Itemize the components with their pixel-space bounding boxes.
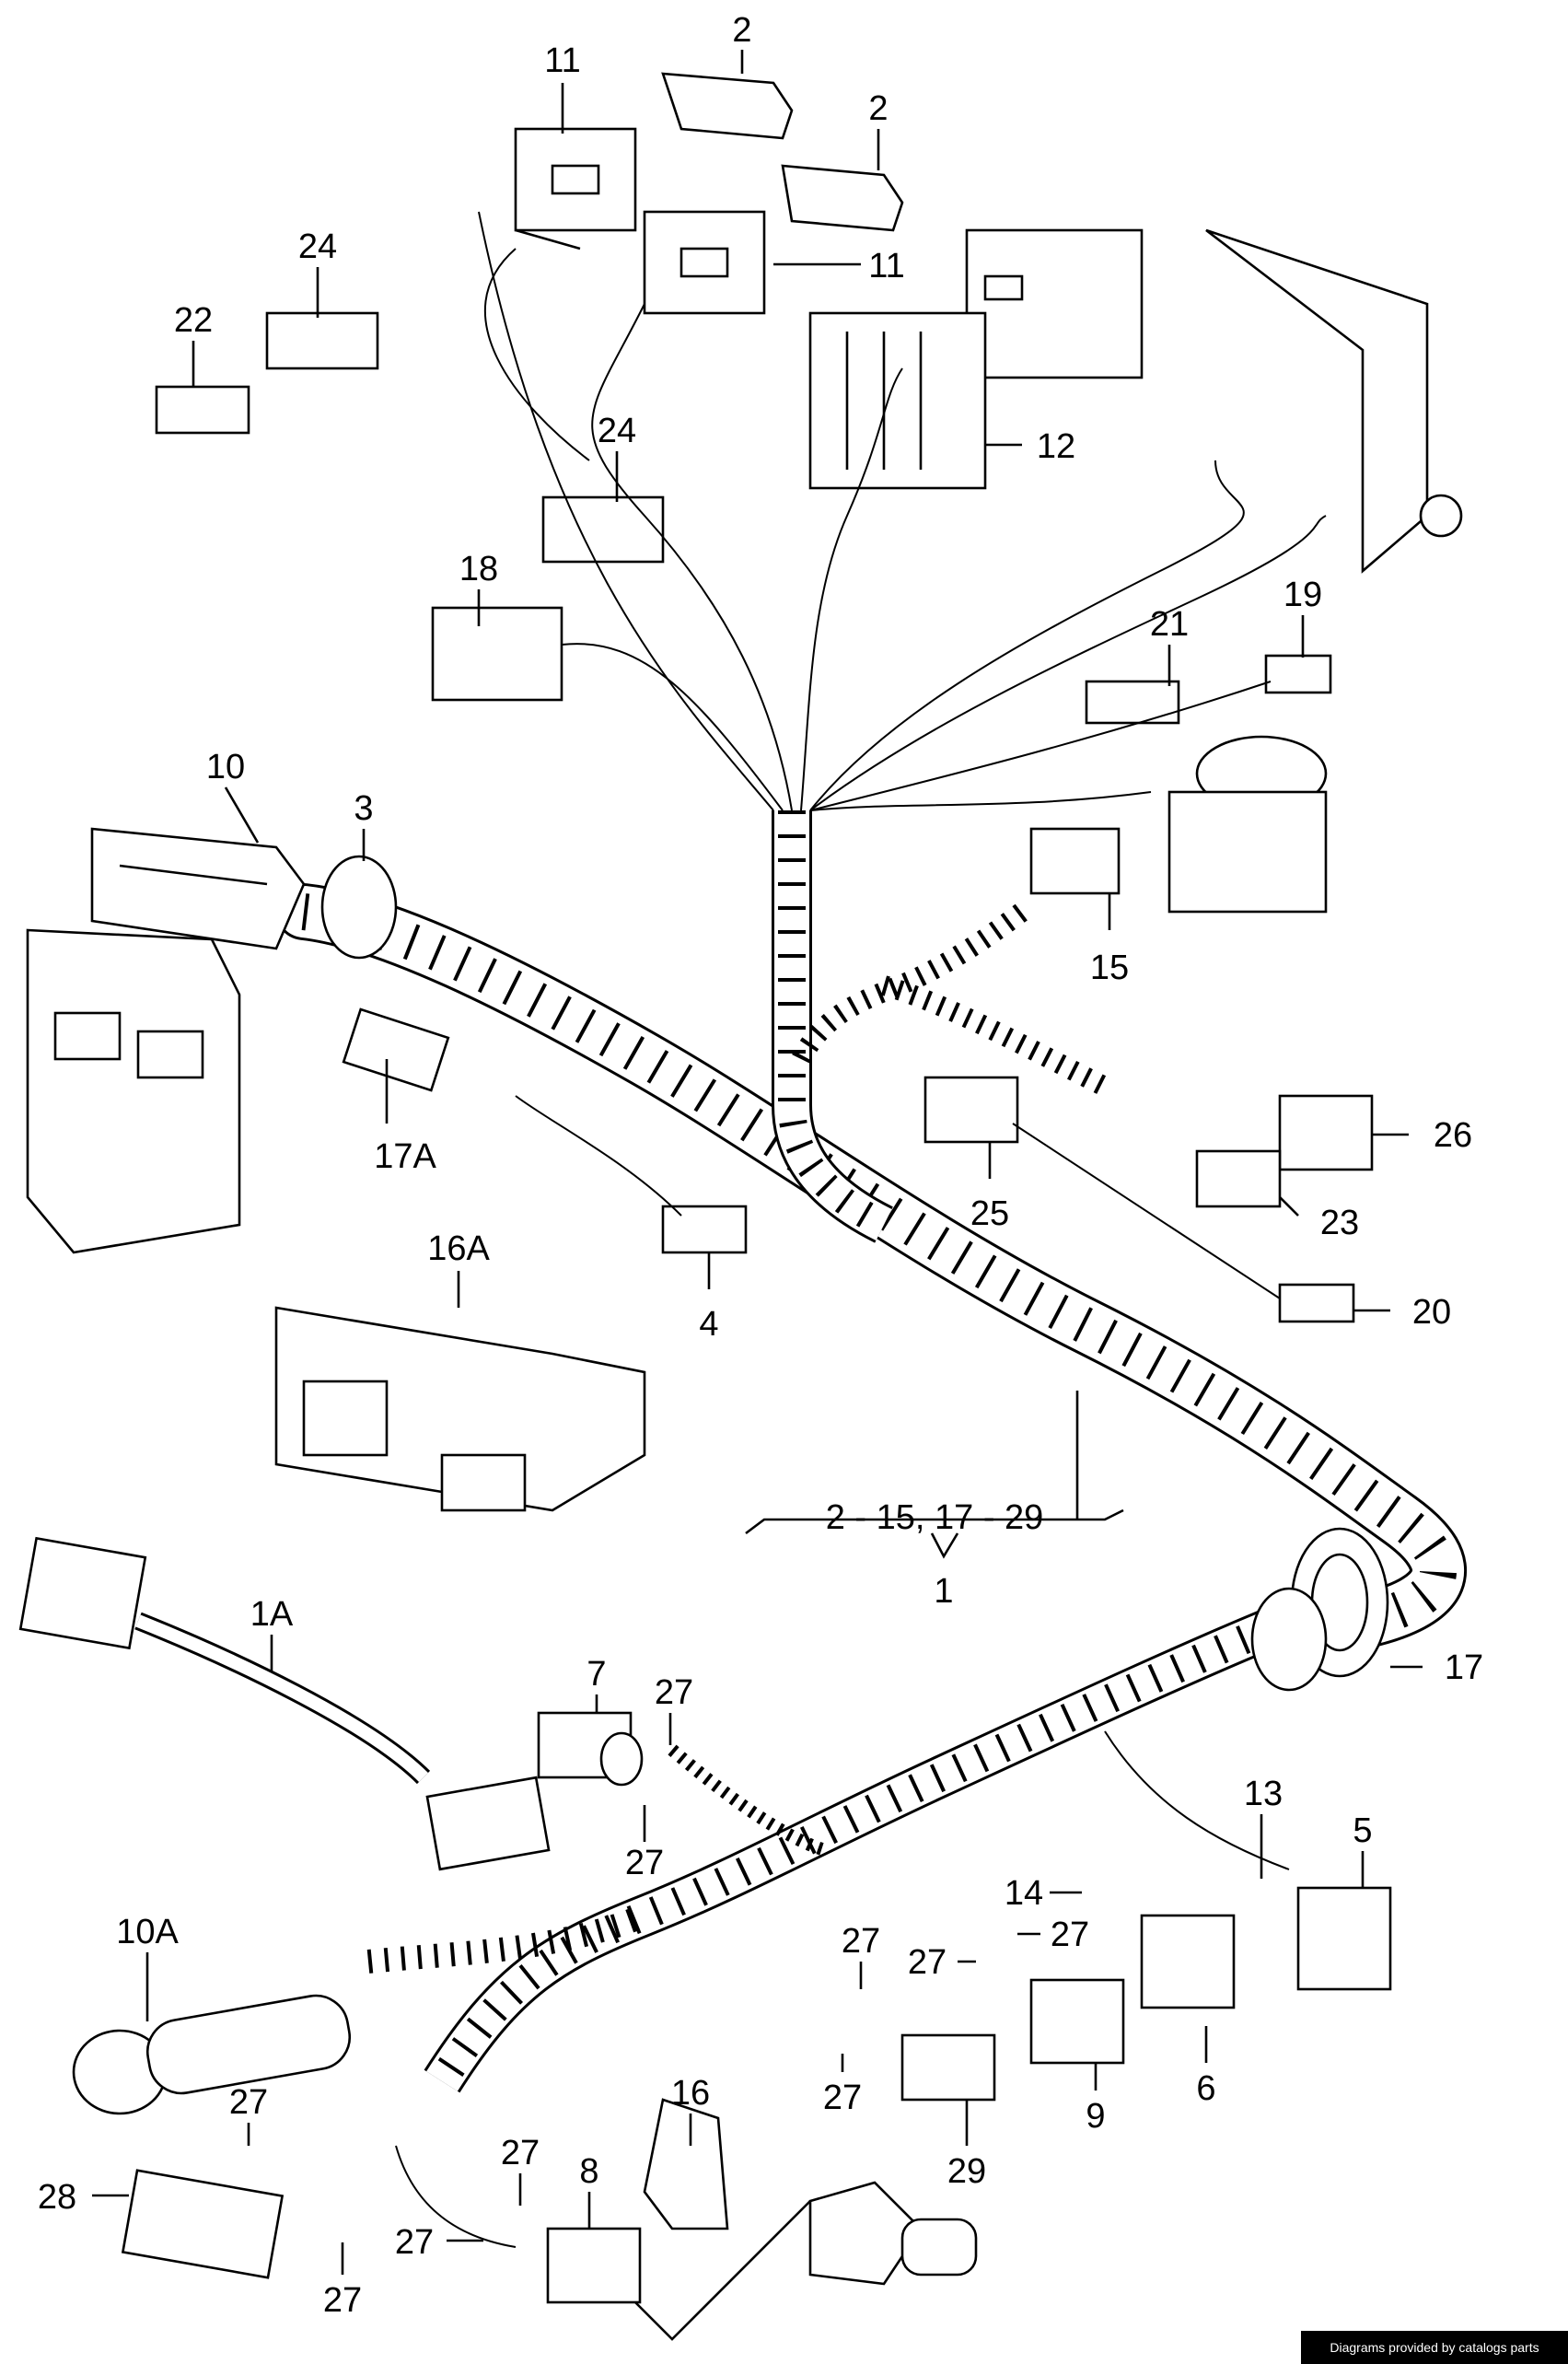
callout-17: 17 (1445, 1648, 1483, 1687)
callout-20: 20 (1412, 1293, 1451, 1332)
callout-27-below-29: 27 (823, 2079, 862, 2117)
connector-9 (1029, 1978, 1125, 2065)
callout-5: 5 (1353, 1811, 1372, 1850)
callout-6: 6 (1196, 2069, 1215, 2108)
callout-23: 23 (1320, 1204, 1359, 1242)
callout-24-top: 24 (298, 227, 337, 266)
callout-10: 10 (206, 748, 245, 786)
footer-credit: Diagrams provided by catalogs parts (1301, 2331, 1568, 2364)
connector-5 (1296, 1886, 1392, 1991)
bracket-plate (26, 928, 241, 1254)
connector-29 (900, 2033, 996, 2102)
callout-4: 4 (699, 1305, 718, 1344)
connector-8 (395, 2145, 642, 2304)
callout-8: 8 (579, 2152, 598, 2191)
connector-20 (1278, 1283, 1355, 1323)
callout-15: 15 (1090, 949, 1129, 987)
ignition-switch (1167, 735, 1328, 914)
connector-21 (1085, 680, 1180, 725)
callout-14: 14 (1005, 1874, 1043, 1913)
callout-1: 1 (934, 1572, 953, 1611)
callout-17a: 17A (374, 1137, 436, 1176)
callout-27-above-28: 27 (229, 2083, 268, 2122)
connector-23 (1195, 1149, 1282, 1208)
wires-upper (478, 211, 1327, 811)
connector-28 (121, 2169, 285, 2279)
leader-lines (92, 50, 1423, 2341)
callout-1a: 1A (250, 1595, 294, 1634)
terminal-4 (515, 1095, 748, 1254)
retaining-clip-3 (320, 855, 398, 960)
callout-11-left: 11 (544, 41, 580, 80)
callout-9: 9 (1086, 2097, 1105, 2136)
callout-10a: 10A (116, 1913, 179, 1951)
callout-27-above-8: 27 (501, 2134, 540, 2172)
connector-6 (1140, 1914, 1236, 2009)
connector-24-top (265, 311, 379, 370)
connector-19 (1264, 654, 1332, 694)
bracket-16a (274, 1306, 646, 1512)
callout-21: 21 (1150, 605, 1189, 644)
fuse-holder-11-right (643, 210, 766, 315)
relay-plate (1205, 228, 1463, 574)
main-harness-trunk (275, 883, 1467, 1649)
callout-27-right-14: 27 (1051, 1916, 1089, 1954)
connector-26 (1278, 1094, 1374, 1171)
callout-19: 19 (1283, 576, 1322, 614)
callout-27-above-29: 27 (842, 1922, 880, 1961)
connector-25 (923, 1076, 1281, 1299)
connector-7 (537, 1711, 644, 1787)
connector-24-lower (541, 495, 665, 564)
relay-socket-12 (808, 311, 987, 490)
callout-11-right: 11 (868, 247, 904, 285)
callout-24-lower: 24 (598, 412, 636, 450)
callout-16: 16 (671, 2074, 710, 2113)
callout-3: 3 (354, 789, 373, 828)
callout-27-left-9: 27 (908, 1943, 947, 1982)
callout-28: 28 (38, 2178, 76, 2217)
clip-17a (342, 1007, 450, 1092)
callout-2-right: 2 (868, 89, 888, 128)
relay-box (965, 228, 1144, 379)
callout-27-near-7: 27 (655, 1673, 693, 1712)
fuse-holder-11-left (514, 127, 637, 250)
callout-7: 7 (587, 1655, 606, 1694)
callout-27-below-7: 27 (625, 1844, 664, 1882)
speed-sensor (808, 2181, 978, 2286)
callout-1-range: 2 - 15, 17 - 29 (826, 1498, 1044, 1537)
callout-2-top: 2 (732, 11, 751, 50)
callout-18: 18 (459, 550, 498, 588)
fuse-2-top (661, 72, 794, 140)
callout-26: 26 (1434, 1116, 1472, 1155)
callout-16a: 16A (427, 1229, 490, 1268)
sensor-10a (72, 1994, 352, 2115)
bracket-16 (643, 2098, 729, 2230)
callout-27-below-28: 27 (323, 2281, 362, 2320)
connector-15 (1029, 827, 1121, 895)
adapter-lead-1a (18, 1536, 551, 1871)
vertical-branch (772, 810, 1109, 1243)
callout-12: 12 (1037, 427, 1075, 466)
callout-22: 22 (174, 301, 213, 340)
fuse-2-right (781, 164, 904, 232)
callout-29: 29 (947, 2152, 986, 2191)
grommet-17 (1250, 1527, 1389, 1692)
callout-27-left-8: 27 (395, 2223, 434, 2262)
callout-13: 13 (1244, 1775, 1283, 1813)
control-unit-10 (90, 827, 306, 950)
callout-25: 25 (970, 1194, 1009, 1233)
terminal-22 (155, 385, 250, 435)
connector-18 (431, 606, 563, 702)
callout-labels: 2 2 11 11 24 22 24 12 18 21 19 10 3 15 1… (38, 11, 1483, 2320)
